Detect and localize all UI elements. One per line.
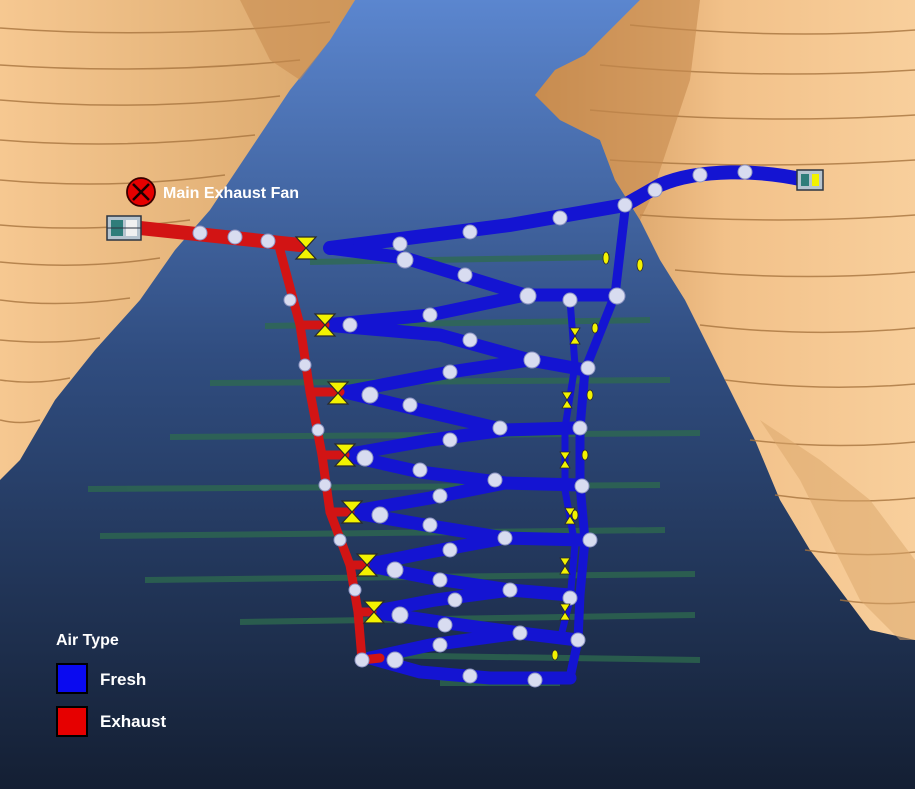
regulator-icon[interactable]: [355, 553, 379, 577]
legend-title: Air Type: [56, 632, 119, 649]
regulator-icon[interactable]: [313, 313, 337, 337]
legend: Air Type Fresh Exhaust: [56, 632, 166, 737]
legend-label-exhaust: Exhaust: [100, 712, 166, 731]
fresh-intake-branch: [323, 198, 632, 255]
rock-mass-left: [0, 0, 355, 480]
exhaust-fan-icon[interactable]: [126, 177, 156, 207]
portal-icon[interactable]: [796, 169, 824, 191]
regulator-icon[interactable]: [294, 236, 318, 260]
regulators: [294, 236, 386, 624]
airflow-nodes: [192, 164, 753, 688]
regulator-icon[interactable]: [362, 600, 386, 624]
regulator-icon[interactable]: [340, 500, 364, 524]
rock-mass-right: [535, 0, 915, 640]
legend-swatch-exhaust: [56, 706, 88, 737]
regulator-icon[interactable]: [333, 443, 357, 467]
fan-label: Main Exhaust Fan: [163, 185, 299, 202]
legend-label-fresh: Fresh: [100, 670, 146, 689]
fresh-intake-ramp: [618, 165, 812, 212]
portal-icon[interactable]: [106, 215, 142, 241]
legend-swatch-fresh: [56, 663, 88, 694]
small-regulators-right: [551, 251, 644, 661]
regulator-icon[interactable]: [326, 381, 350, 405]
